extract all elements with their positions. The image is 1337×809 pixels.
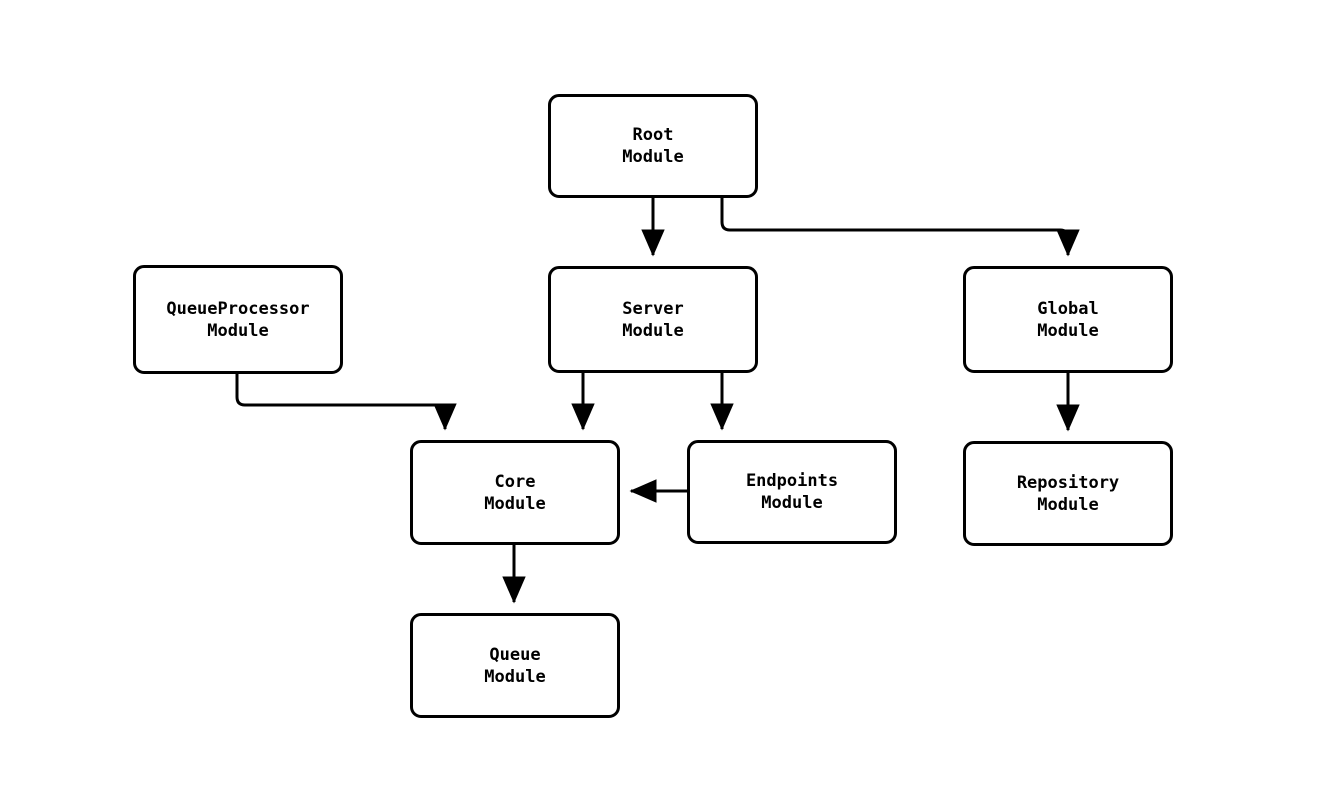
- global-module-node[interactable]: Global Module: [963, 266, 1173, 373]
- queue-module-node[interactable]: Queue Module: [410, 613, 620, 718]
- root-module-node[interactable]: Root Module: [548, 94, 758, 198]
- edge-queueprocessor-to-core: [235, 374, 457, 431]
- global-module-label-line1: Global: [1037, 298, 1099, 319]
- queueprocessor-module-label-line2: Module: [207, 320, 269, 341]
- endpoints-module-label-line2: Module: [761, 493, 823, 513]
- repository-module-label-line1: Repository: [1016, 472, 1120, 493]
- server-module-label-line2: Module: [622, 320, 684, 341]
- queueprocessor-module-node[interactable]: QueueProcessor Module: [133, 265, 343, 374]
- server-module-label-line1: Server: [622, 298, 684, 319]
- core-module-label-line2: Module: [484, 493, 546, 514]
- server-module-node[interactable]: Server Module: [548, 266, 758, 373]
- endpoints-module-label-line1: Endpoints: [745, 471, 839, 491]
- endpoints-module-node[interactable]: Endpoints Module: [687, 440, 897, 544]
- edge-root-to-global: [720, 198, 1080, 257]
- root-module-label-line2: Module: [622, 147, 684, 167]
- repository-module-node[interactable]: Repository Module: [963, 441, 1173, 546]
- global-module-label-line2: Module: [1037, 320, 1099, 341]
- queue-module-label-line1: Queue: [489, 644, 541, 665]
- core-module-node[interactable]: Core Module: [410, 440, 620, 545]
- queueprocessor-module-label-line1: QueueProcessor: [166, 298, 310, 319]
- queue-module-label-line2: Module: [484, 666, 546, 687]
- core-module-label-line1: Core: [494, 471, 536, 492]
- root-module-label-line1: Root: [632, 125, 674, 145]
- repository-module-label-line2: Module: [1037, 494, 1099, 515]
